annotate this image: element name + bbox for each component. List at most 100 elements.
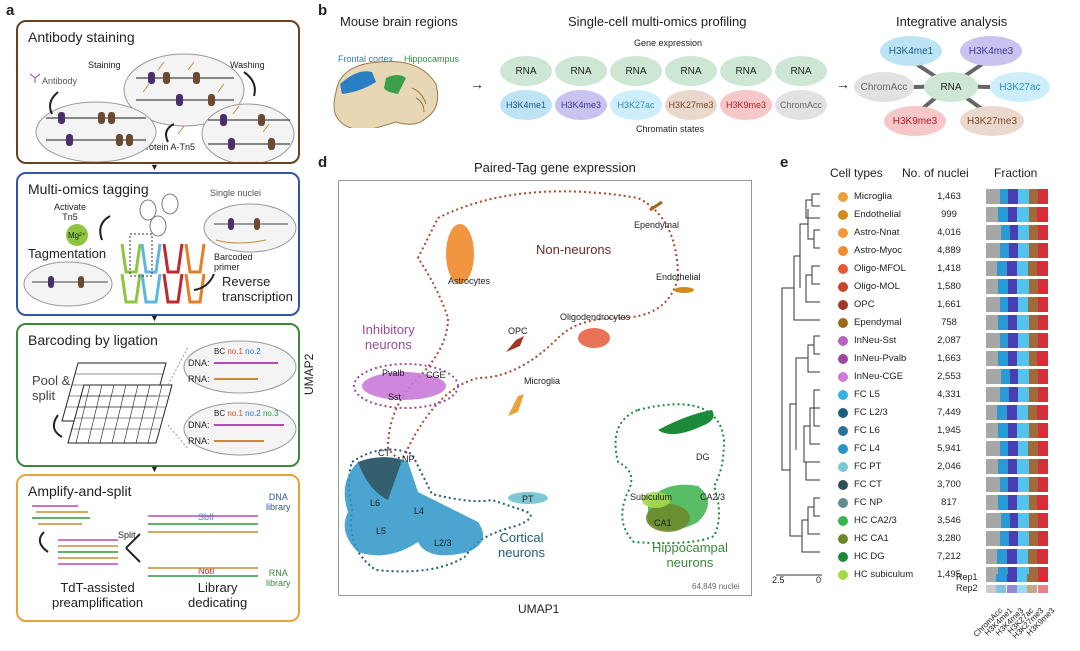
fraction-segment: [1018, 531, 1030, 546]
bc-text-2: BC: [214, 409, 226, 418]
fraction-segment: [999, 297, 1009, 312]
fraction-bar: [986, 495, 1048, 510]
rna-pill-text: RNA: [790, 65, 812, 77]
cell-type-name: FC NP: [854, 497, 883, 508]
fraction-segment: [998, 207, 1009, 222]
cluster-microglia: Microglia: [524, 376, 561, 386]
rna-pill-3: RNA: [610, 56, 662, 86]
nuclei-count: 1,580: [937, 281, 961, 292]
fraction-segment: [1036, 549, 1048, 564]
mark-pill-h3k9me3: H3K9me3: [720, 90, 772, 120]
arrow-to-integrative: →: [836, 76, 850, 92]
cell-type-name: Endothelial: [854, 209, 902, 220]
fraction-segment: [998, 279, 1009, 294]
fraction-segment: [999, 243, 1009, 258]
arrow-down-3: ▼: [150, 464, 159, 474]
fraction-segment: [1016, 351, 1030, 366]
fraction-segment: [986, 531, 1000, 546]
integ-h3k4me3-node: H3K4me3: [960, 36, 1022, 66]
nuclei-count: 1,663: [937, 353, 961, 364]
fraction-segment: [1029, 531, 1039, 546]
fraction-segment: [1008, 441, 1019, 456]
antibody-staining-title: Antibody staining: [28, 29, 135, 45]
cluster-ependymal: Ependymal: [634, 220, 680, 230]
non-neurons-label: Non-neurons: [536, 242, 612, 257]
amplify-illustration: [32, 505, 258, 577]
fraction-segment: [986, 387, 1000, 402]
cell-type-name: FC L6: [854, 425, 880, 436]
multiomics-tagging-title: Multi-omics tagging: [28, 181, 149, 197]
fraction-bar: [986, 531, 1048, 546]
fraction-segment: [1018, 333, 1030, 348]
fraction-segment: [1016, 279, 1030, 294]
fraction-segment: [986, 477, 1000, 492]
cell-type-row: Oligo-MFOL: [838, 260, 906, 277]
cell-type-color-dot: [838, 353, 848, 364]
cell-type-row: HC CA1: [838, 530, 889, 547]
cell-type-row: FC NP: [838, 494, 883, 511]
fraction-segment: [1029, 207, 1037, 222]
nuclei-count: 758: [941, 317, 957, 328]
dendrogram: [776, 193, 822, 576]
cell-type-color-dot: [838, 497, 848, 508]
cluster-ca1: CA1: [654, 518, 672, 528]
umap-frame: [338, 180, 752, 596]
fraction-segment: [997, 405, 1008, 420]
fraction-segment: [998, 459, 1009, 474]
cell-type-row: HC DG: [838, 548, 885, 565]
split-label: Split: [118, 530, 136, 540]
barcoding-ligation-title: Barcoding by ligation: [28, 332, 158, 348]
fraction-segment: [986, 279, 999, 294]
fraction-segment: [1036, 207, 1048, 222]
fraction-segment: [1036, 261, 1048, 276]
cell-type-name: HC CA1: [854, 533, 889, 544]
umap-xlabel: UMAP1: [518, 602, 560, 616]
cell-type-name: OPC: [854, 299, 875, 310]
mark-pill-text: H3K4me3: [560, 100, 602, 110]
integ-h3k4me1-text: H3K4me1: [888, 45, 934, 57]
nuclei-count: 2,553: [937, 371, 961, 382]
cluster-endothelial: Endothelial: [656, 272, 701, 282]
fraction-segment: [1036, 495, 1048, 510]
activate-tn5-label: Activate Tn5: [54, 202, 87, 222]
umap-ylabel: UMAP2: [302, 353, 316, 395]
cell-type-color-dot: [838, 461, 848, 472]
rep-swatch: [996, 585, 1007, 593]
cell-type-name: HC CA2/3: [854, 515, 897, 526]
fraction-segment: [1008, 333, 1019, 348]
fraction-segment: [1029, 333, 1039, 348]
fraction-segment: [1038, 297, 1048, 312]
mg-ion-label: Mg²⁺: [68, 230, 86, 240]
fraction-segment: [1000, 369, 1010, 384]
fraction-segment: [1007, 261, 1017, 276]
multiomics-tagging-box: Multi-omics tagging Single nuclei Activa…: [16, 172, 300, 316]
fraction-segment: [1029, 243, 1039, 258]
fraction-segment: [986, 225, 1001, 240]
rna-pill-text: RNA: [625, 65, 647, 77]
rep-swatch: [1027, 585, 1038, 593]
cell-type-color-dot: [838, 335, 848, 346]
fraction-segment: [1016, 261, 1029, 276]
cell-type-color-dot: [838, 533, 848, 544]
cell-type-row: FC L6: [838, 422, 880, 439]
fraction-segment: [1038, 333, 1048, 348]
fraction-segment: [1018, 477, 1030, 492]
cell-type-row: InNeu-Sst: [838, 332, 896, 349]
fraction-bar: [986, 549, 1048, 564]
cluster-cge: CGE: [426, 370, 446, 380]
fraction-segment: [1018, 387, 1030, 402]
bc-text-1: BC: [214, 347, 226, 356]
integ-chromacc-text: ChromAcc: [860, 81, 908, 93]
fraction-segment: [1038, 243, 1048, 258]
rep-swatch: [986, 585, 996, 593]
fraction-segment: [1008, 387, 1019, 402]
fraction-segment: [1028, 261, 1037, 276]
fraction-segment: [1008, 243, 1019, 258]
cell-type-name: Astro-Nnat: [854, 227, 900, 238]
cell-type-name: FC PT: [854, 461, 882, 472]
cortical-neurons-label: Cortical neurons: [498, 530, 545, 560]
integ-h3k4me3-text: H3K4me3: [968, 45, 1014, 57]
fraction-segment: [1008, 477, 1019, 492]
cluster-astrocytes: Astrocytes: [448, 276, 491, 286]
nuclei-count-label: 64,849 nuclei: [692, 582, 740, 591]
